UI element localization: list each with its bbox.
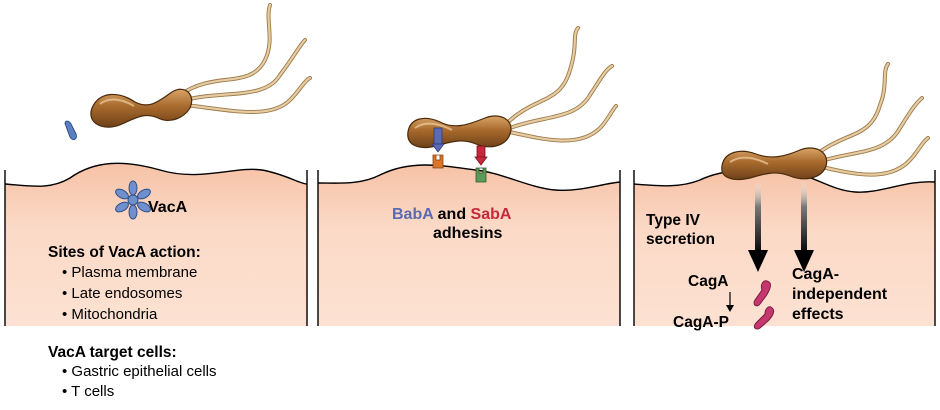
target-label: T cells [71,383,115,400]
site-mitochondria: • Mitochondria [62,306,158,323]
target-label: Gastric epithelial cells [71,363,217,380]
baba-label: BabA [392,206,434,223]
caga-independent-line3: effects [792,306,844,323]
sites-heading: Sites of VacA action: [48,244,201,261]
bacterium-1 [90,88,193,128]
panel-adhesins [314,26,626,410]
caga-label: CagA [688,273,729,290]
site-plasma-membrane: • Plasma membrane [62,264,198,281]
target-t-cells: • T cells [62,383,115,400]
target-gastric-epithelial: • Gastric epithelial cells [62,363,217,380]
and-label: and [437,206,467,223]
site-late-endosomes: • Late endosomes [62,285,183,302]
site-label: Late endosomes [71,285,183,302]
vaca-label: VacA [148,199,188,216]
vaca-oligomer-icon [115,180,151,220]
secretion-label: secretion [646,231,715,248]
panel-vaca: VacA [0,3,312,410]
site-label: Plasma membrane [71,264,198,281]
bacterium-2 [407,115,512,149]
baba-adhesin-icon [431,127,445,153]
saba-receptor-icon [475,167,487,183]
phosphorylation-arrow [726,292,734,312]
baba-receptor-icon [432,154,444,169]
adhesins-label-line2: adhesins [433,225,503,242]
saba-label: SabA [470,206,512,223]
panel-type-iv-secretion [630,62,940,410]
type-iv-label: Type IV [646,212,700,229]
caga-p-icon [753,306,775,330]
caga-independent-arrow [794,180,814,272]
caga-independent-line1: CagA- [792,266,840,283]
site-label: Mitochondria [71,306,158,323]
secreted-vaca-icon [64,120,77,141]
bacterium-3 [721,147,828,181]
epithelium-surface-1 [4,162,308,187]
targets-heading: VacA target cells: [48,344,177,361]
adhesins-label-line1: BabA and SabA [392,205,511,225]
caga-independent-line2: independent [792,286,888,303]
caga-icon [753,280,771,307]
epithelium-surface-2 [317,164,621,192]
caga-p-label: CagA-P [673,314,729,331]
saba-adhesin-icon [474,145,488,166]
type-iv-secretion-arrow [748,180,768,272]
